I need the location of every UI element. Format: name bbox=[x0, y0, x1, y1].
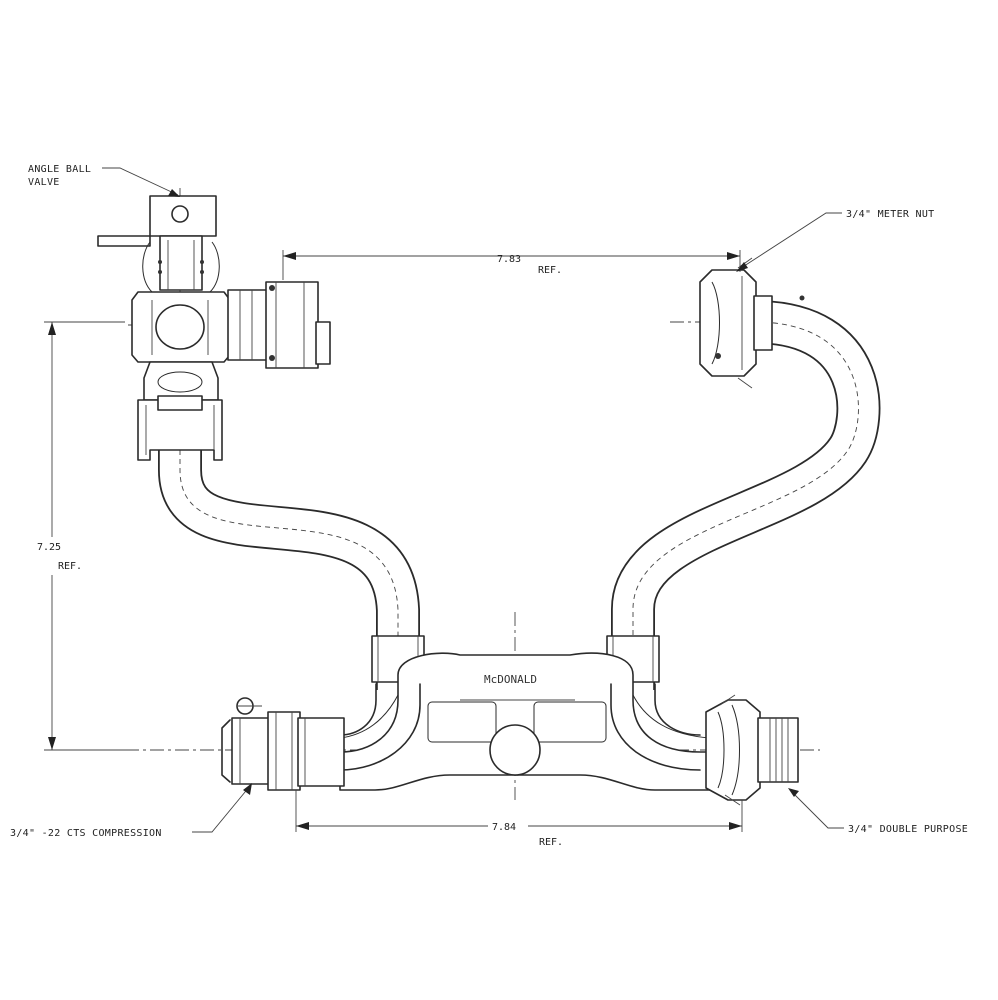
dimension-top-ref: REF. bbox=[538, 265, 562, 276]
label-angle-ball-valve-line1: ANGLE BALL bbox=[28, 164, 91, 175]
label-double-purpose: 3/4" DOUBLE PURPOSE bbox=[848, 824, 968, 835]
brand-mark: McDONALD bbox=[484, 673, 537, 686]
callout-meter-nut: 3/4" METER NUT bbox=[736, 209, 935, 272]
dimension-height-ref: REF. bbox=[58, 561, 82, 572]
label-angle-ball-valve-line2: VALVE bbox=[28, 177, 60, 188]
right-s-pipe bbox=[610, 300, 881, 690]
callout-cts-compression: 3/4" -22 CTS COMPRESSION bbox=[10, 783, 252, 839]
dimension-height: 7.25 REF. bbox=[28, 321, 125, 751]
callout-double-purpose: 3/4" DOUBLE PURPOSE bbox=[788, 788, 968, 835]
label-cts-compression: 3/4" -22 CTS COMPRESSION bbox=[10, 828, 162, 839]
dimension-top-value: 7.83 bbox=[497, 254, 521, 265]
dimension-bottom-value: 7.84 bbox=[492, 822, 516, 833]
dimension-top-width: 7.83 REF. bbox=[282, 250, 741, 280]
cts-compression-fitting bbox=[221, 697, 345, 791]
double-purpose-fitting bbox=[705, 694, 799, 806]
dimension-bottom-width: 7.84 REF. bbox=[295, 790, 743, 848]
dimension-bottom-ref: REF. bbox=[539, 837, 563, 848]
dimension-height-value: 7.25 bbox=[37, 542, 61, 553]
meter-nut-fitting bbox=[699, 257, 805, 389]
angle-ball-valve bbox=[97, 195, 331, 461]
callout-angle-ball-valve: ANGLE BALL VALVE bbox=[28, 164, 180, 197]
left-s-pipe bbox=[158, 405, 420, 690]
bottom-elbows bbox=[339, 683, 701, 771]
label-meter-nut: 3/4" METER NUT bbox=[846, 209, 935, 220]
